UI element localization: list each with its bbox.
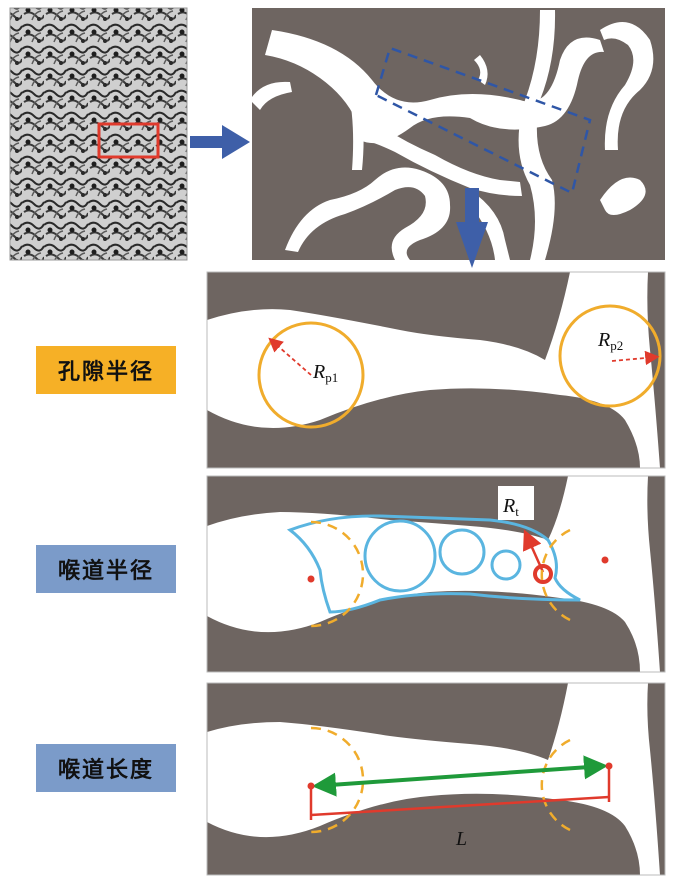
throat-length-label: 喉道长度 [36, 744, 176, 792]
throat-circle-3 [490, 549, 522, 581]
length-bracket-line [310, 795, 610, 817]
pore-circle-2-dashed [540, 528, 571, 622]
rp1-label: Rp1 [312, 361, 338, 385]
pore-radius-label: 孔隙半径 [36, 346, 176, 394]
throat-radius-label: 喉道半径 [36, 545, 176, 593]
region-of-interest-box [97, 122, 160, 159]
pore-center-1 [307, 575, 315, 583]
throat-length-green-arrow [312, 755, 608, 797]
throat-circle-min [533, 564, 553, 584]
pore-center-2 [601, 556, 609, 564]
panel-throat-radius [207, 476, 665, 672]
pore-circle-1-dashed-l [310, 726, 365, 834]
rp2-radius-arrow [611, 350, 660, 366]
throat-circle-2 [438, 528, 486, 576]
throat-outline [286, 514, 581, 614]
rt-radius-arrow [522, 529, 545, 573]
rt-label: Rt [502, 495, 519, 519]
arrow-right-icon [190, 125, 250, 159]
segmented-pore-image [252, 8, 665, 260]
zoom-region-box [374, 46, 592, 195]
length-label: L [455, 828, 467, 850]
rp2-label: Rp2 [597, 329, 623, 353]
rp1-radius-arrow [268, 337, 312, 376]
rt-label-bg [498, 486, 534, 520]
pore-circle-1-dashed [310, 520, 365, 628]
arrow-down-icon [456, 188, 488, 268]
panel-pore-radius [207, 272, 665, 468]
throat-circle-1 [363, 519, 437, 593]
pore-circle-1 [257, 321, 365, 429]
pore-circle-2 [558, 304, 662, 408]
